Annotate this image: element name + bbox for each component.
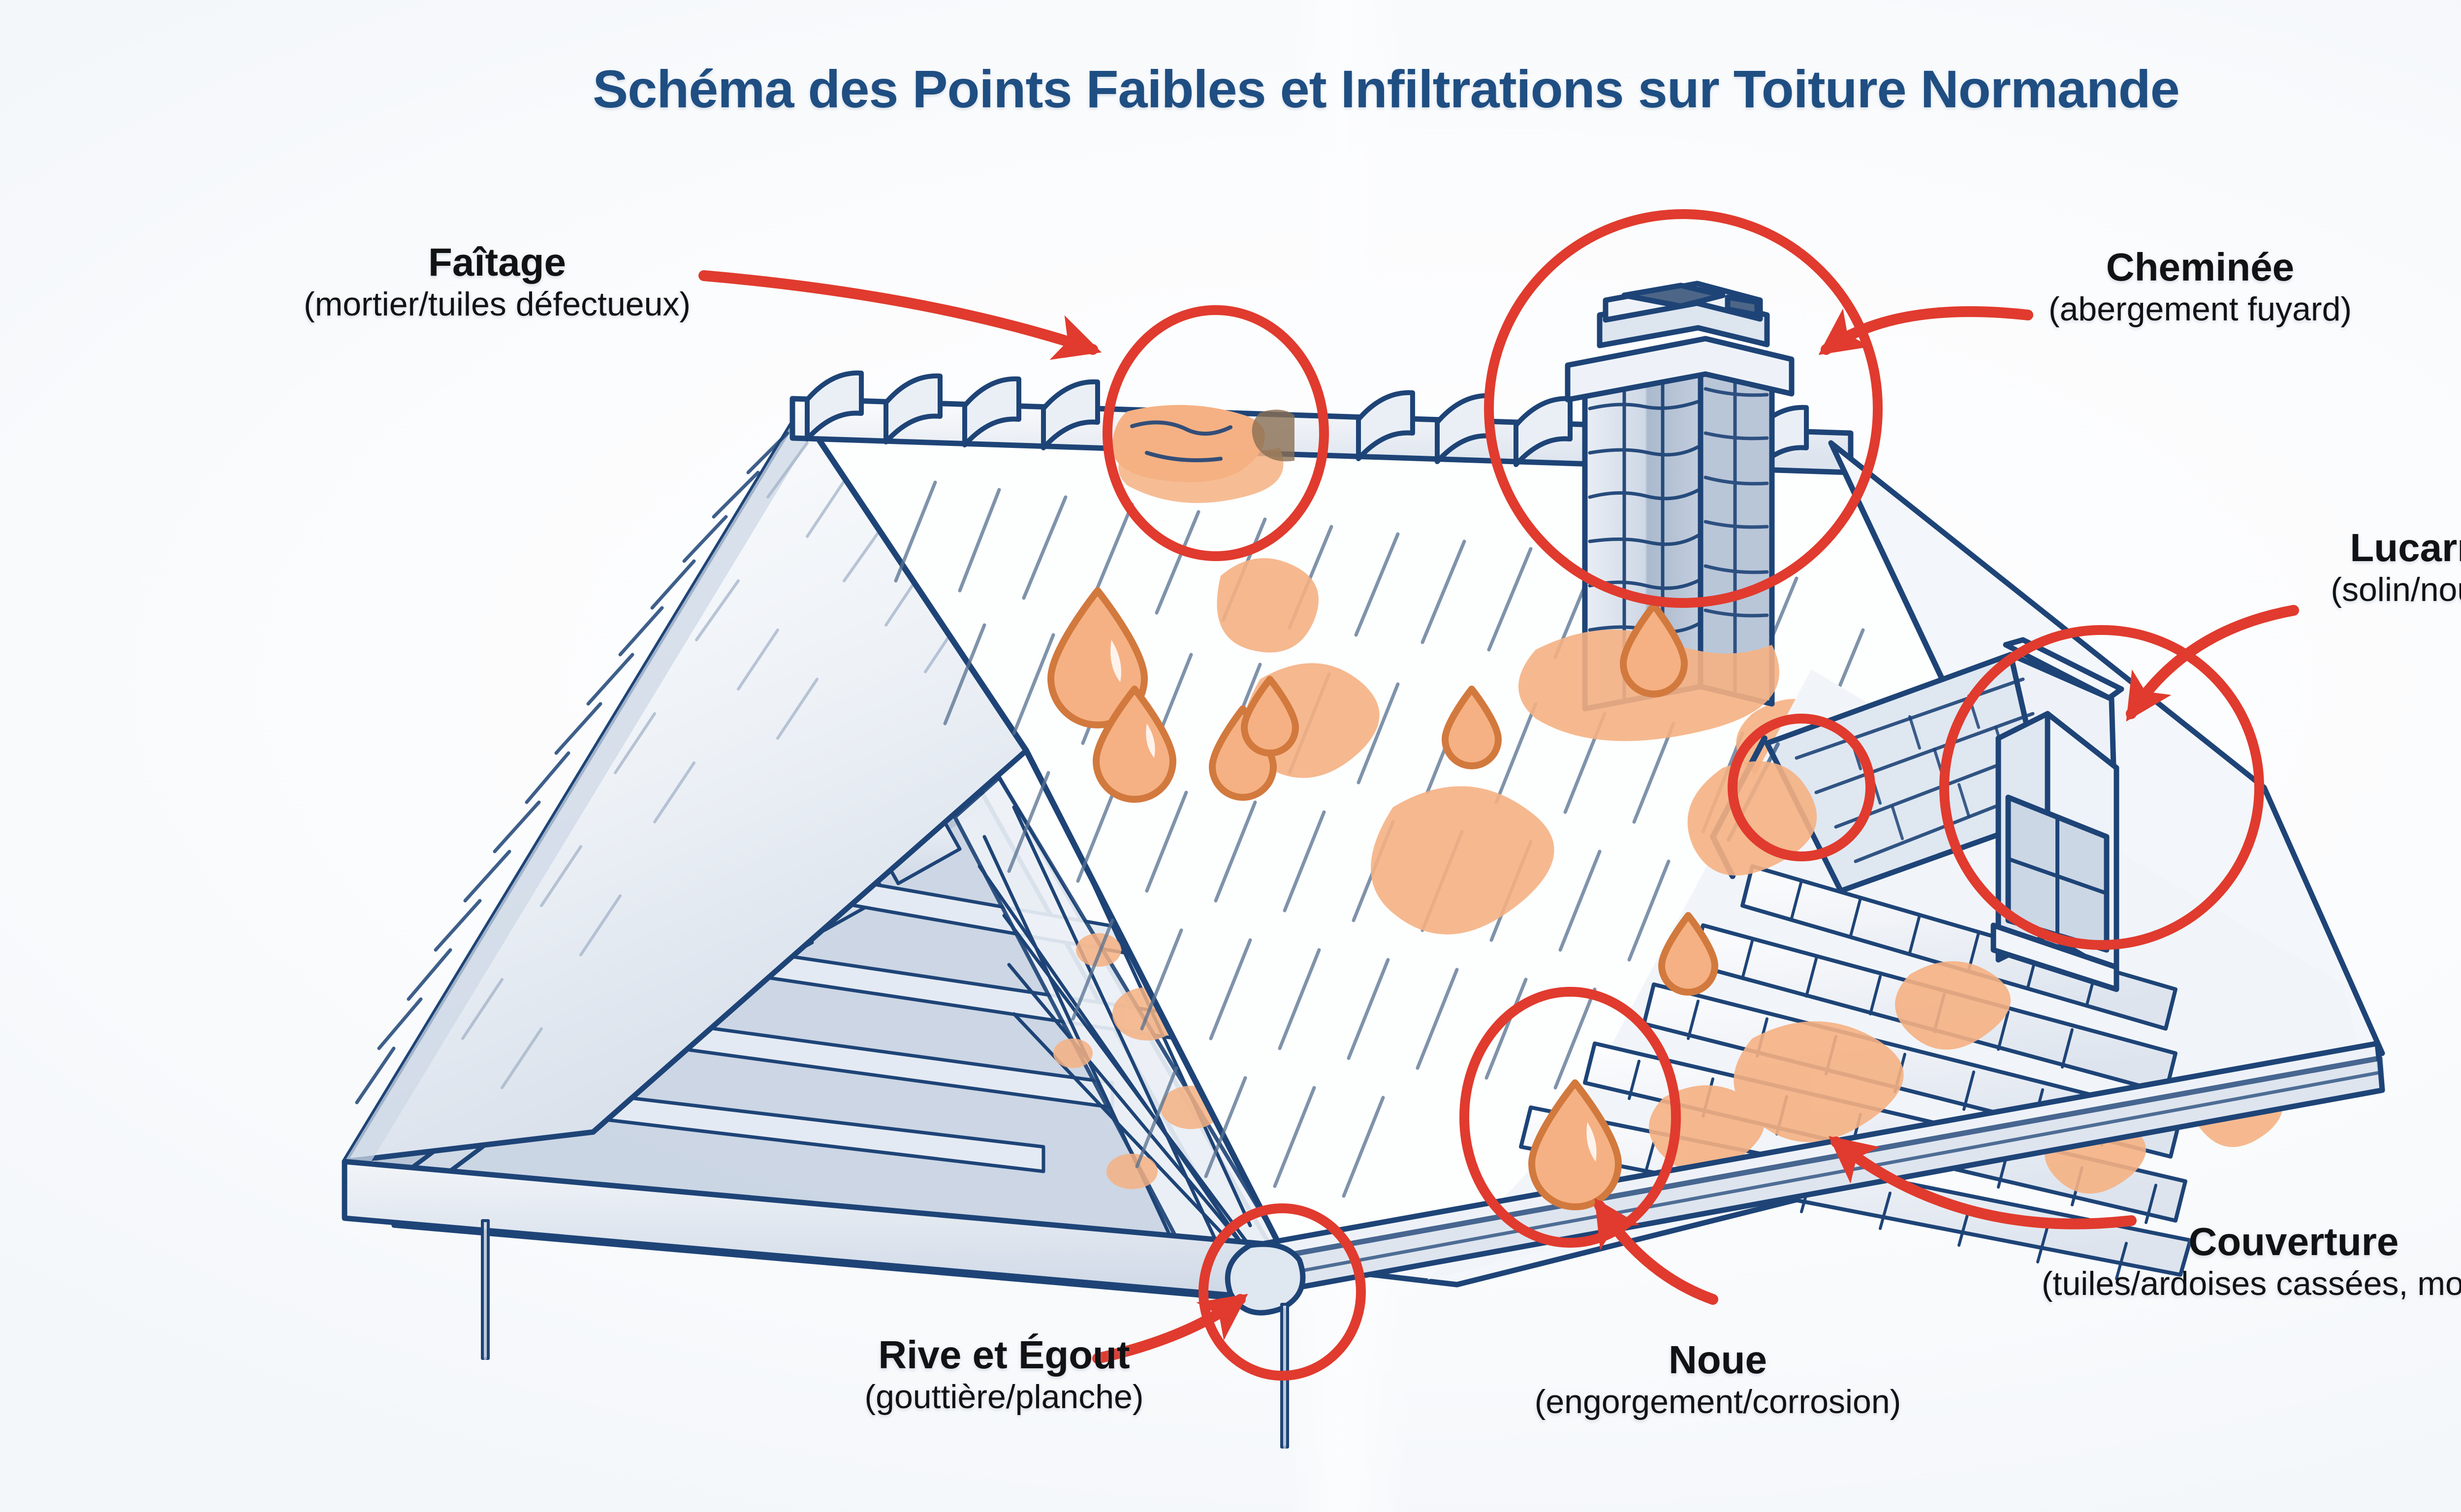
callout-couverture[interactable]: Couverture (tuiles/ardoises cassées, mou… bbox=[1910, 1220, 2461, 1303]
callout-rive-egout[interactable]: Rive et Égout (gouttière/planche) bbox=[743, 1333, 1265, 1416]
thatch-gable bbox=[342, 408, 1029, 1169]
water-drops bbox=[1047, 587, 1718, 1210]
callout-faitage-title: Faîtage bbox=[428, 240, 567, 284]
callout-couverture-detail: (tuiles/ardoises cassées, mousse) bbox=[2041, 1265, 2461, 1303]
marker-lucarne bbox=[1939, 625, 2264, 950]
arrow-lucarne bbox=[2126, 605, 2299, 722]
marker-faitage bbox=[1103, 305, 1329, 561]
arrow-noue bbox=[1594, 1197, 1718, 1305]
marker-rive-egout bbox=[1199, 1203, 1366, 1381]
dormer bbox=[1764, 637, 2124, 992]
chimney bbox=[1518, 281, 1795, 741]
arrow-couverture bbox=[1829, 1136, 2137, 1229]
callout-noue[interactable]: Noue (engorgement/corrosion) bbox=[1447, 1338, 1988, 1421]
arrow-cheminee bbox=[1818, 306, 2033, 355]
callout-cheminee-detail: (abergement fuyard) bbox=[2048, 290, 2352, 328]
callout-couverture-title: Couverture bbox=[2188, 1220, 2399, 1263]
callout-rive-egout-title: Rive et Égout bbox=[878, 1333, 1130, 1377]
arrow-faitage bbox=[698, 270, 1102, 360]
callout-lucarne[interactable]: Lucarne (solin/noues) bbox=[2205, 526, 2461, 609]
marker-noue bbox=[1459, 987, 1681, 1248]
page-title: Schéma des Points Faibles et Infiltratio… bbox=[593, 59, 2180, 119]
callout-lucarne-detail: (solin/noues) bbox=[2331, 571, 2461, 609]
callout-lucarne-title: Lucarne bbox=[2350, 526, 2461, 569]
callout-rive-egout-detail: (gouttière/planche) bbox=[864, 1378, 1144, 1416]
marker-noue-valley bbox=[1728, 714, 1875, 861]
callout-faitage-detail: (mortier/tuiles défectueux) bbox=[303, 285, 691, 323]
callout-cheminee-title: Cheminée bbox=[2106, 245, 2295, 289]
callout-noue-title: Noue bbox=[1669, 1338, 1767, 1382]
marker-cheminee bbox=[1484, 209, 1883, 608]
callout-faitage[interactable]: Faîtage (mortier/tuiles défectueux) bbox=[212, 241, 783, 323]
callout-cheminee[interactable]: Cheminée (abergement fuyard) bbox=[1929, 246, 2461, 328]
callout-noue-detail: (engorgement/corrosion) bbox=[1534, 1383, 1901, 1421]
arrow-rive-egout bbox=[1092, 1293, 1248, 1364]
